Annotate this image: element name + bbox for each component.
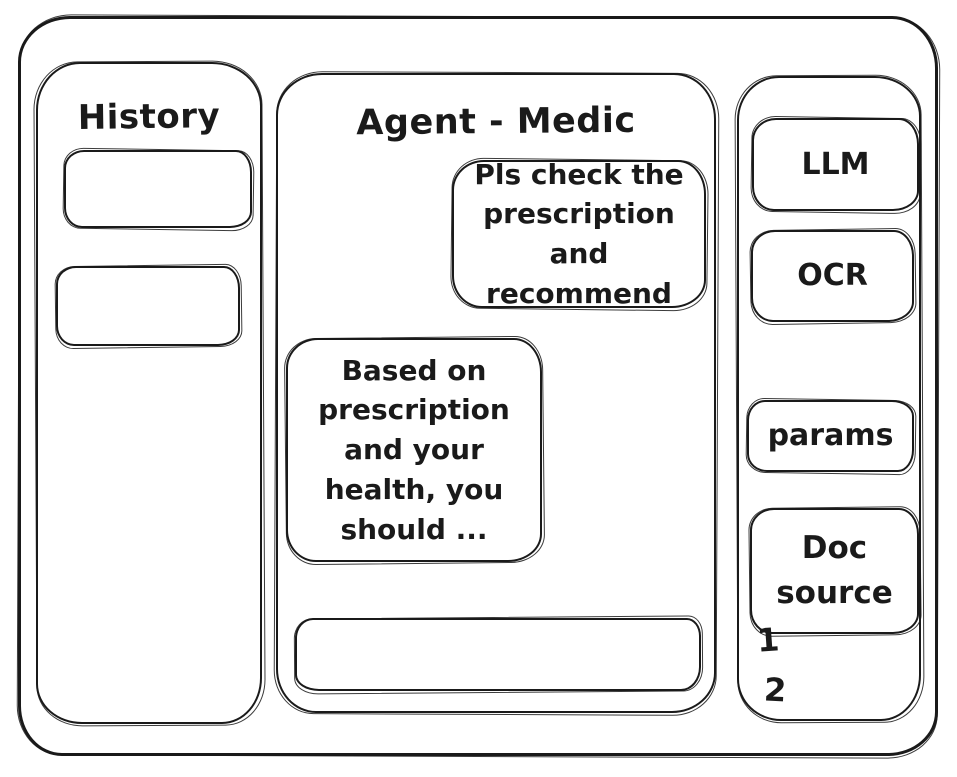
- page-title: Agent - Medic: [356, 100, 636, 144]
- doc-source-item-2: 2: [763, 670, 788, 710]
- tools-panel: LLM OCR params Doc source 1 2: [737, 76, 921, 721]
- history-item-1[interactable]: [64, 150, 252, 228]
- doc-source-button[interactable]: Doc source: [750, 508, 919, 634]
- ocr-button[interactable]: OCR: [751, 230, 914, 322]
- message-input-box[interactable]: [295, 618, 701, 691]
- history-heading: History: [77, 96, 221, 138]
- chat-panel: Agent - Medic Pls check the prescription…: [276, 73, 716, 713]
- llm-button[interactable]: LLM: [752, 118, 919, 211]
- agent-message-bubble: Based on prescription and your health, y…: [286, 338, 542, 562]
- doc-source-item-1: 1: [755, 620, 782, 660]
- history-panel: History: [36, 62, 262, 724]
- history-item-2[interactable]: [56, 266, 240, 346]
- params-button[interactable]: params: [747, 400, 914, 472]
- message-input[interactable]: [297, 620, 699, 689]
- user-message-bubble: Pls check the prescription and recommend: [452, 158, 706, 310]
